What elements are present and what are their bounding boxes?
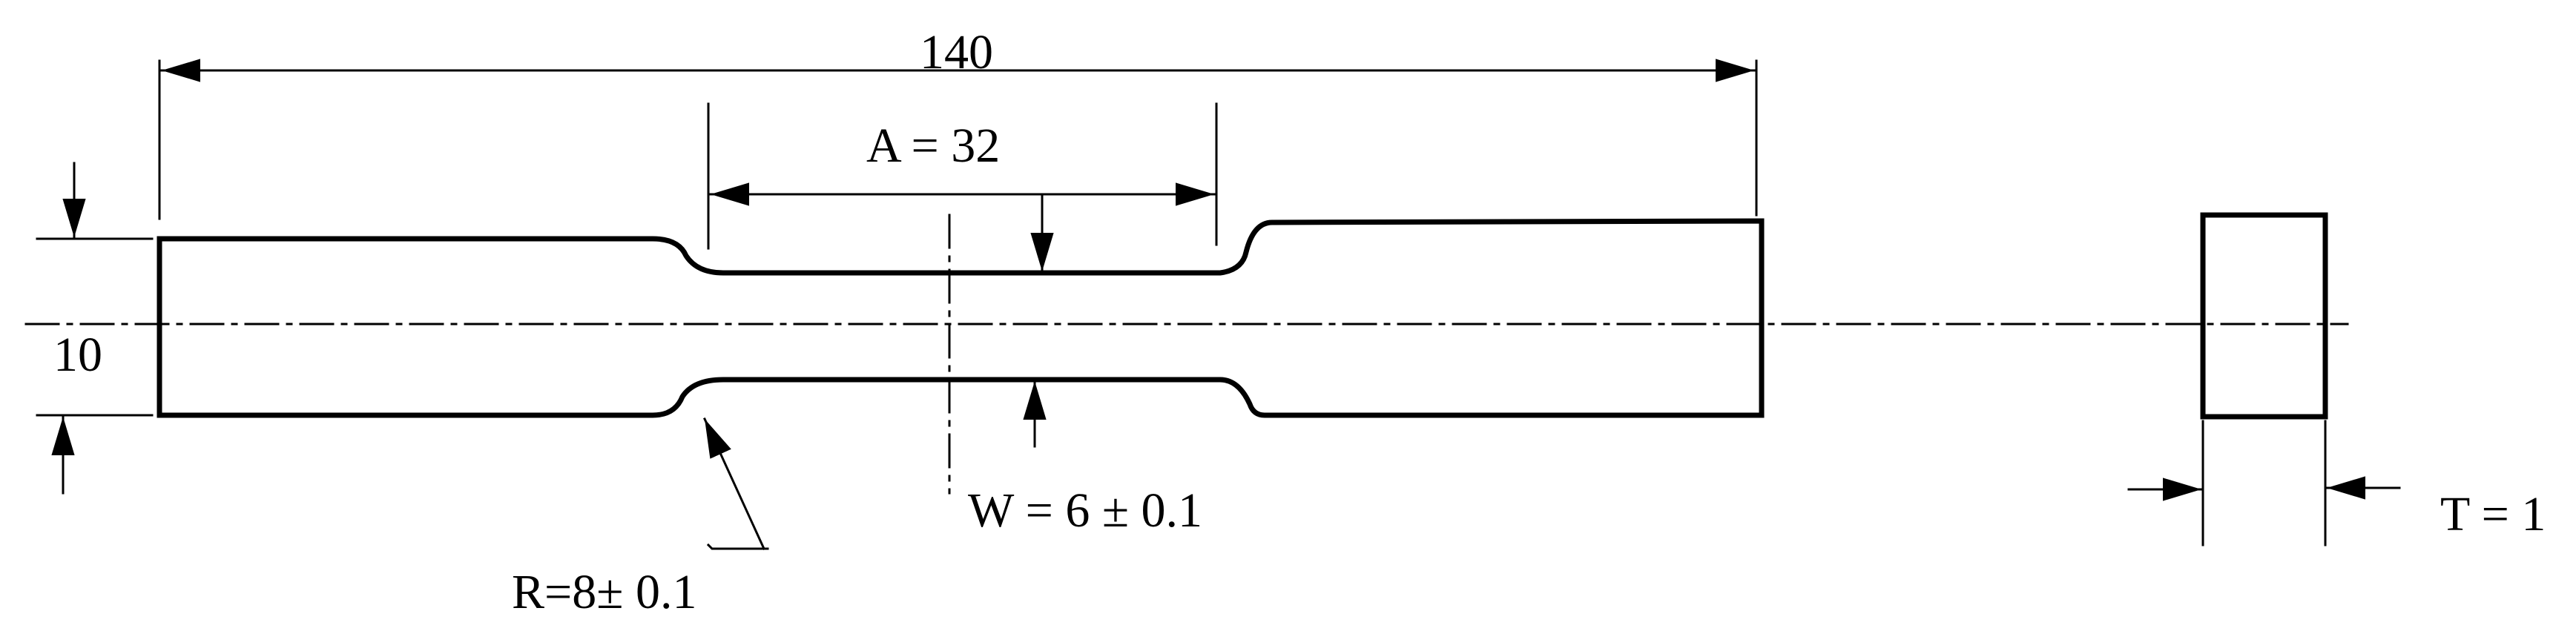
cross-section-rect: [2200, 212, 2328, 420]
grip-width-label: 10: [53, 328, 102, 382]
gauge-width-label: W = 6 ± 0.1: [968, 483, 1202, 538]
fillet-radius-leader: [706, 543, 769, 550]
overall-length-label: 140: [920, 25, 993, 79]
thickness-label: T = 1: [2440, 487, 2546, 541]
fillet-radius-label: R=8± 0.1: [512, 565, 696, 619]
fillet-radius-arrow: [703, 417, 765, 550]
gauge-length-label: A = 32: [866, 119, 1000, 173]
specimen-outline: [157, 218, 1765, 418]
